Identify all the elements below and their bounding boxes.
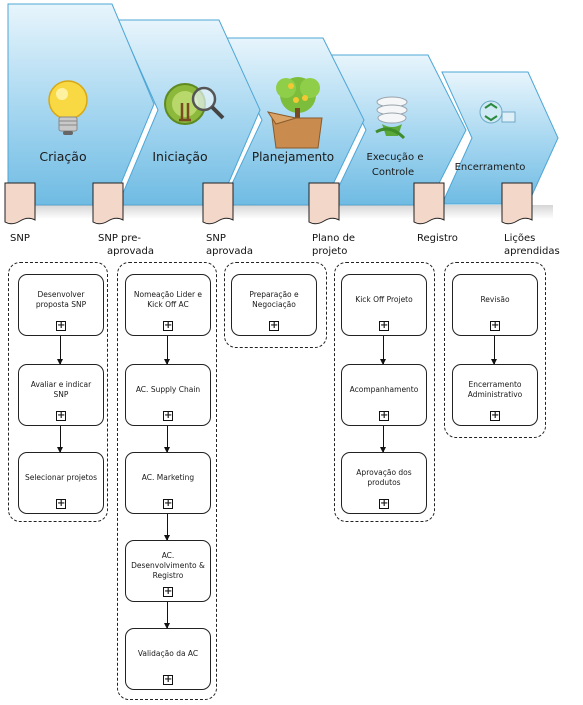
expand-icon[interactable]: + — [269, 320, 279, 331]
document-icon-snp-aprovada — [202, 182, 234, 225]
expand-icon[interactable]: + — [56, 410, 66, 421]
task-revisao[interactable]: Revisão + — [452, 274, 538, 336]
document-label-line1: SNP — [10, 233, 30, 244]
document-icon-snp-pre-aprovada — [92, 182, 124, 225]
expand-icon[interactable]: + — [163, 674, 173, 685]
recycle-icon — [479, 100, 516, 124]
task-label-line1: Nomeação Lider e — [133, 290, 203, 299]
document-icon-plano-de-projeto — [308, 182, 340, 225]
document-label-line1: SNP pre- — [98, 233, 142, 244]
task-encerramento-administrativo[interactable]: Encerramento Administrativo + — [452, 364, 538, 426]
document-label-line1: SNP — [206, 233, 226, 244]
task-validacao-da-ac[interactable]: Validação da AC + — [125, 628, 211, 690]
task-label-line2: proposta SNP — [35, 300, 87, 309]
task-group-execucao-controle — [334, 262, 435, 522]
flow-arrow — [164, 514, 170, 541]
phase-label-criacao: Criação — [39, 149, 86, 164]
task-avaliar-indicar-snp[interactable]: Avaliar e indicar SNP + — [18, 364, 104, 426]
task-label-line1: Revisão — [480, 295, 510, 304]
document-label-licoes-aprendidas: Lições aprendidas — [504, 232, 560, 258]
task-label-line1: AC. Marketing — [141, 473, 195, 482]
expand-icon[interactable]: + — [490, 410, 500, 421]
phase-label-iniciacao: Iniciação — [152, 149, 207, 164]
task-label-line1: Avaliar e indicar SNP — [30, 380, 92, 399]
expand-icon[interactable]: + — [379, 320, 389, 331]
document-label-registro: Registro — [417, 232, 458, 245]
document-label-line1: Registro — [417, 233, 458, 244]
phase-label-encerramento: Encerramento — [455, 162, 526, 173]
flow-arrow — [380, 336, 386, 365]
task-selecionar-projetos[interactable]: Selecionar projetos + — [18, 452, 104, 514]
task-desenvolver-proposta-snp[interactable]: Desenvolver proposta SNP + — [18, 274, 104, 336]
task-label-line2: Administrativo — [467, 390, 523, 399]
flow-arrow — [164, 602, 170, 629]
money-tree-box-icon — [266, 77, 323, 149]
document-icon-licoes-aprendidas — [501, 182, 533, 225]
task-label-line1: Desenvolver — [37, 290, 85, 299]
document-icon-snp — [4, 182, 36, 225]
task-label-line1: Preparação e — [249, 290, 299, 299]
task-label-line3: Registro — [152, 571, 184, 580]
task-preparacao-negociacao[interactable]: Preparação e Negociação + — [231, 274, 317, 336]
flow-arrow — [164, 426, 170, 453]
task-label-line2: Desenvolvimento & — [131, 561, 205, 570]
task-label-line1: Acompanhamento — [349, 385, 419, 394]
expand-icon[interactable]: + — [163, 498, 173, 509]
task-label-line1: AC. — [161, 551, 175, 560]
task-label-line1: Kick Off Projeto — [355, 295, 413, 304]
phase-label-planejamento: Planejamento — [252, 150, 334, 164]
expand-icon[interactable]: + — [379, 498, 389, 509]
expand-icon[interactable]: + — [56, 320, 66, 331]
magnifier-tree-icon — [164, 83, 225, 125]
document-label-snp-aprovada: SNP aprovada — [206, 232, 253, 258]
expand-icon[interactable]: + — [163, 586, 173, 597]
task-label-line1: Selecionar projetos — [24, 473, 98, 482]
flow-arrow — [380, 426, 386, 453]
task-label-line2: Negociação — [252, 300, 296, 309]
task-group-iniciacao — [117, 262, 217, 700]
task-group-planejamento — [224, 262, 327, 348]
task-label-line1: Validação da AC — [137, 649, 199, 658]
document-label-line1: Plano de — [312, 233, 356, 244]
task-label-line1: Encerramento — [468, 380, 522, 389]
expand-icon[interactable]: + — [163, 410, 173, 421]
document-shapes — [4, 182, 533, 225]
document-label-plano-de-projeto: Plano de projeto — [312, 232, 355, 258]
document-label-line2: aprovada — [107, 246, 155, 257]
energy-bulb-icon — [375, 96, 408, 140]
task-ac-desenvolvimento-registro[interactable]: AC. Desenvolvimento & Registro + — [125, 540, 211, 602]
document-label-snp-pre-aprovada: SNP pre- aprovada — [98, 232, 154, 258]
expand-icon[interactable]: + — [379, 410, 389, 421]
expand-icon[interactable]: + — [163, 320, 173, 331]
phase-chevrons — [7, 3, 559, 219]
expand-icon[interactable]: + — [490, 320, 500, 331]
document-label-line1: Lições — [504, 233, 536, 244]
flow-arrow — [491, 336, 497, 365]
task-label-line2: produtos — [367, 478, 401, 487]
task-label-line1: Aprovação dos — [356, 468, 412, 477]
flow-arrow — [57, 336, 63, 365]
task-group-encerramento — [444, 262, 546, 438]
task-ac-marketing[interactable]: AC. Marketing + — [125, 452, 211, 514]
task-acompanhamento[interactable]: Acompanhamento + — [341, 364, 427, 426]
expand-icon[interactable]: + — [56, 498, 66, 509]
task-group-criacao — [8, 262, 108, 522]
document-label-line2: projeto — [312, 246, 348, 257]
document-label-snp: SNP — [10, 232, 30, 245]
phase-label-execucao-line1: Execução e — [367, 152, 424, 163]
task-label-line1: AC. Supply Chain — [135, 385, 201, 394]
lightbulb-icon — [48, 80, 88, 135]
document-icon-registro — [413, 182, 445, 225]
document-label-line2: aprovada — [206, 246, 254, 257]
task-nomeacao-lider-kick-off[interactable]: Nomeação Lider e Kick Off AC + — [125, 274, 211, 336]
task-ac-supply-chain[interactable]: AC. Supply Chain + — [125, 364, 211, 426]
document-label-line2: aprendidas — [504, 246, 560, 257]
phase-label-execucao-line2: Controle — [372, 167, 414, 178]
task-label-line2: Kick Off AC — [147, 300, 189, 309]
task-aprovacao-dos-produtos[interactable]: Aprovação dos produtos + — [341, 452, 427, 514]
flow-arrow — [57, 426, 63, 453]
task-kick-off-projeto[interactable]: Kick Off Projeto + — [341, 274, 427, 336]
flow-arrow — [164, 336, 170, 365]
